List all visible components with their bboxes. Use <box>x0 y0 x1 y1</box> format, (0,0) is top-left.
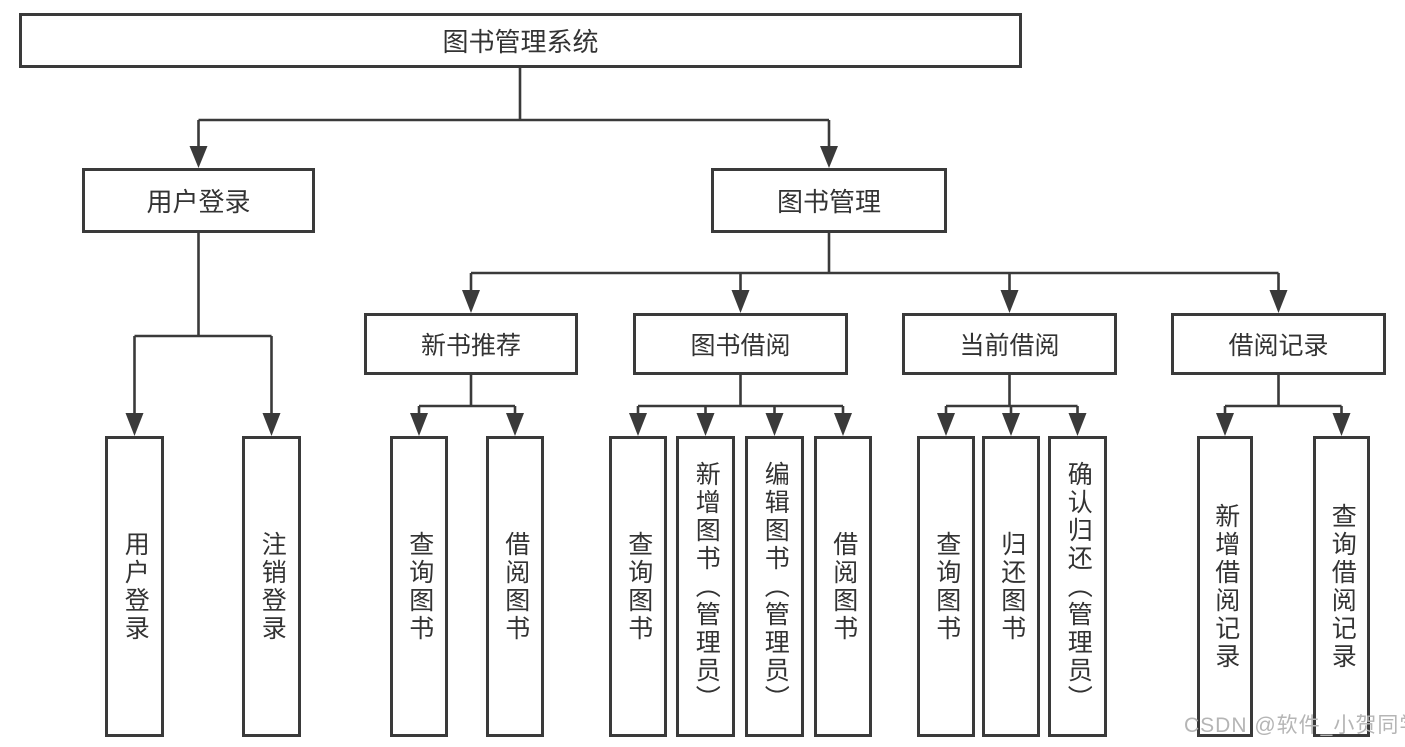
node-book-management: 图书管理 <box>711 168 947 233</box>
leaf-label: 查询图书 <box>624 530 653 643</box>
node-leaf-add-book-admin: 新增图书（管理员） <box>676 436 735 737</box>
leaf-label: 查询借阅记录 <box>1328 502 1357 671</box>
node-leaf-logout: 注销登录 <box>242 436 301 737</box>
node-leaf-query-books-recommend: 查询图书 <box>390 436 448 737</box>
node-leaf-borrow-books-recommend: 借阅图书 <box>486 436 544 737</box>
node-library-management-system: 图书管理系统 <box>19 13 1022 68</box>
node-book-borrowing: 图书借阅 <box>633 313 848 375</box>
node-new-book-recommendation: 新书推荐 <box>364 313 578 375</box>
node-leaf-borrow-books: 借阅图书 <box>814 436 872 737</box>
node-leaf-edit-book-admin: 编辑图书（管理员） <box>745 436 804 737</box>
node-leaf-add-borrow-record: 新增借阅记录 <box>1197 436 1253 737</box>
leaf-label: 新增图书（管理员） <box>692 460 721 713</box>
node-leaf-query-books-borrowing: 查询图书 <box>609 436 667 737</box>
node-leaf-confirm-return-admin: 确认归还（管理员） <box>1048 436 1107 737</box>
node-user-login: 用户登录 <box>82 168 315 233</box>
watermark: CSDN @软件_小贺同学 <box>1184 714 1405 737</box>
leaf-label: 用户登录 <box>121 530 150 643</box>
leaf-label: 查询图书 <box>405 530 434 643</box>
leaf-label: 确认归还（管理员） <box>1064 460 1093 713</box>
node-current-borrowing: 当前借阅 <box>902 313 1117 375</box>
node-borrowing-records: 借阅记录 <box>1171 313 1386 375</box>
node-leaf-query-borrow-record: 查询借阅记录 <box>1313 436 1370 737</box>
leaf-label: 归还图书 <box>997 530 1026 643</box>
leaf-label: 编辑图书（管理员） <box>761 460 790 713</box>
node-leaf-user-login: 用户登录 <box>105 436 164 737</box>
leaf-label: 查询图书 <box>932 530 961 643</box>
node-leaf-return-book: 归还图书 <box>982 436 1040 737</box>
leaf-label: 借阅图书 <box>501 530 530 643</box>
leaf-label: 借阅图书 <box>829 530 858 643</box>
leaf-label: 新增借阅记录 <box>1211 502 1240 671</box>
leaf-label: 注销登录 <box>258 530 287 643</box>
node-leaf-query-books-current: 查询图书 <box>917 436 975 737</box>
